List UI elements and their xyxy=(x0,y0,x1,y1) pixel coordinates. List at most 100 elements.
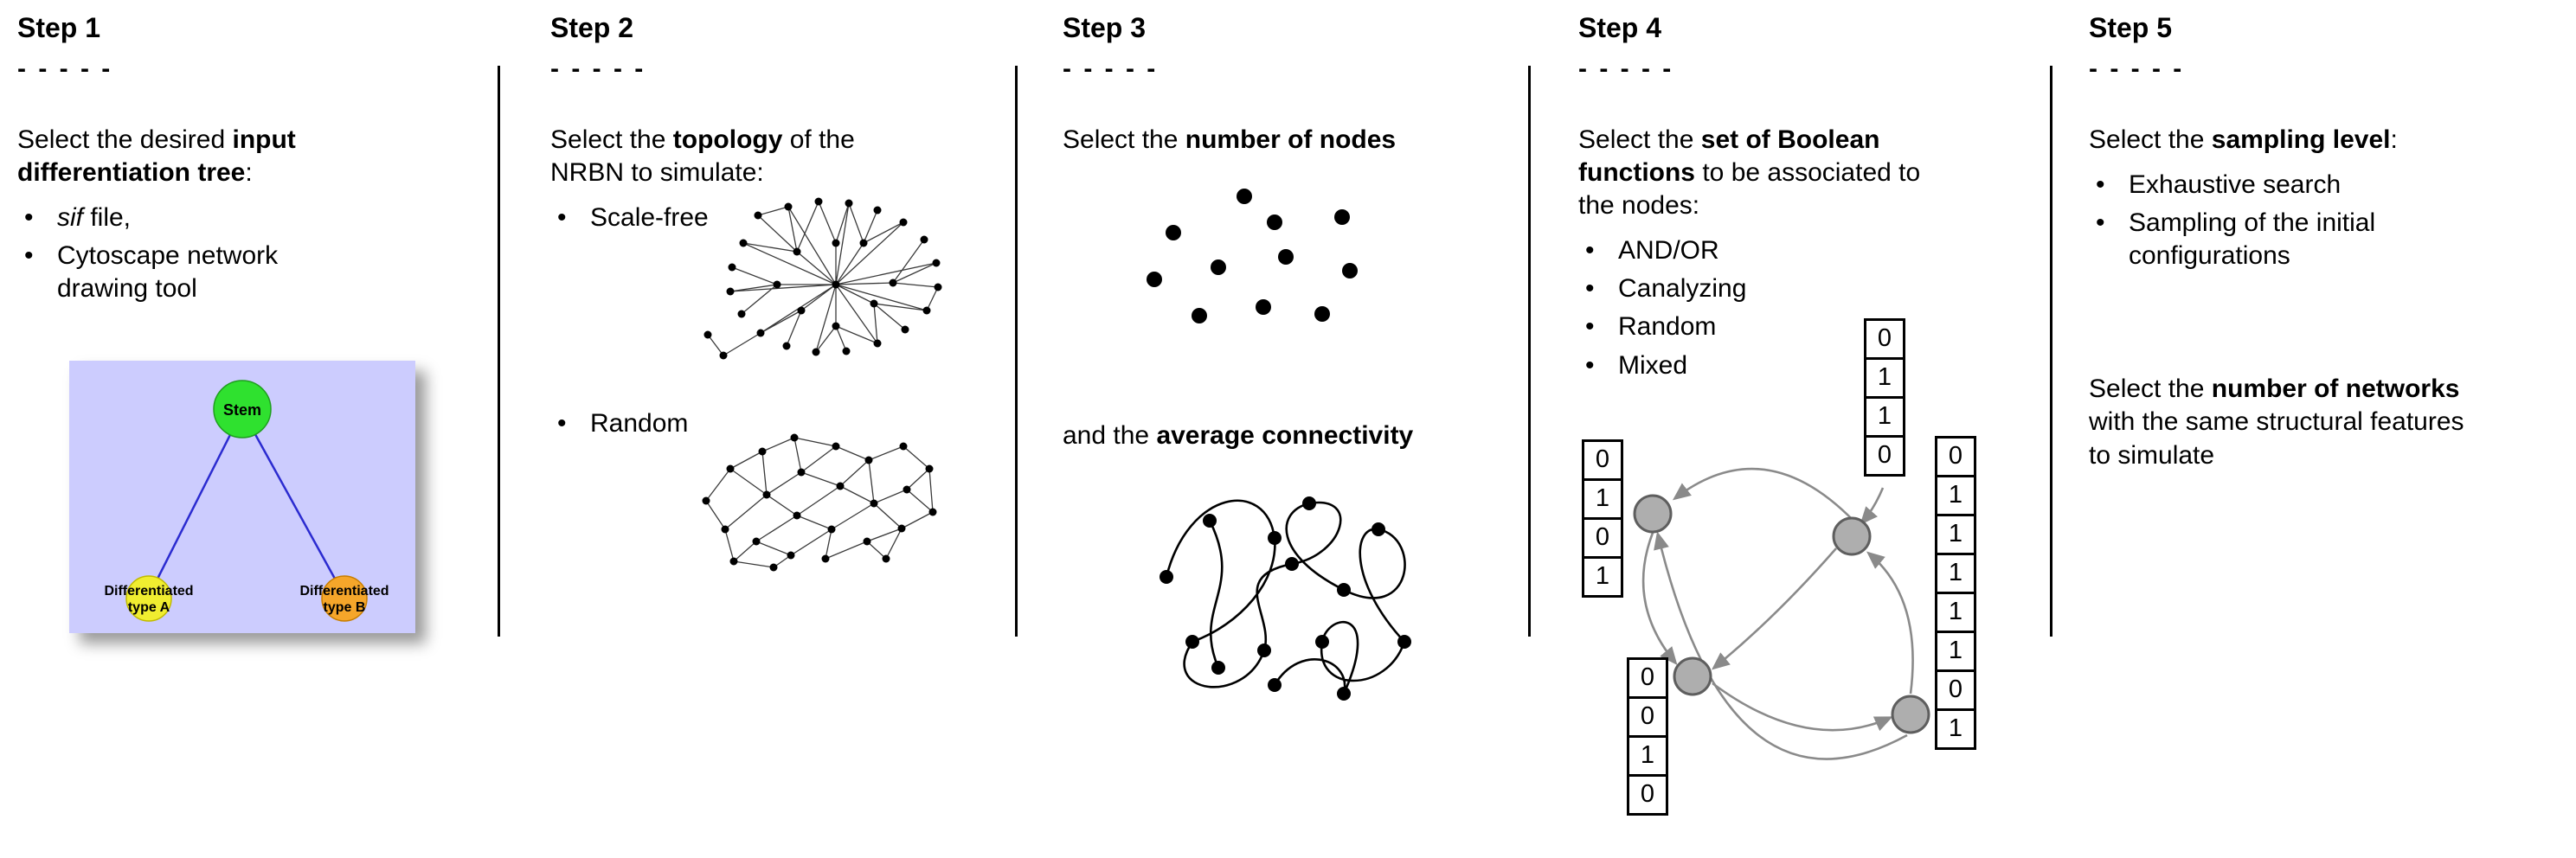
bullet-mixed: Mixed xyxy=(1578,349,2046,382)
stem-label: Stem xyxy=(223,401,261,419)
intro-bold-text: set of Boolean functions xyxy=(1578,125,1880,188)
truth-table-cell: 0 xyxy=(1935,435,1976,477)
step-3-nodes-text: Select the number of nodes xyxy=(1063,124,1519,157)
nodes-dots-image xyxy=(1147,189,1358,324)
truth-table-cell: 1 xyxy=(1935,708,1976,750)
type-a-label-line1: Differentiated xyxy=(104,584,193,599)
step-1-bullet-list: sif file, Cytoscape network drawing tool xyxy=(17,202,489,305)
bullet-canalyzing: Canalyzing xyxy=(1578,272,2046,305)
bullet-text: Mixed xyxy=(1618,350,1688,380)
tree-edge-stem-b xyxy=(241,410,346,598)
truth-table-cell: 1 xyxy=(1935,513,1976,555)
bullet-random-topology: Random xyxy=(550,407,1006,440)
differentiation-tree-image: Stem Differentiated type A Differentiate… xyxy=(69,361,415,634)
truth-table-cell: 0 xyxy=(1582,439,1623,481)
intro-text: with the same structural features to sim… xyxy=(2089,407,2464,470)
intro-text: Select the xyxy=(550,125,673,154)
step-5-networks-text: Select the number of networks with the s… xyxy=(2089,373,2491,471)
intro-text: : xyxy=(245,158,253,188)
truth-table-cell: 1 xyxy=(1582,477,1623,520)
step-4-dashes: - - - - - xyxy=(1578,54,1674,83)
intro-text: to be associated to the nodes: xyxy=(1578,158,1921,221)
step-4-column: Step 4 - - - - - Select the set of Boole… xyxy=(1531,12,2050,850)
intro-text: of the NRBN to simulate: xyxy=(550,125,855,188)
tree-edge-stem-a xyxy=(147,410,244,598)
differentiation-tree-svg: Stem Differentiated type A Differentiate… xyxy=(69,361,415,634)
bullet-cytoscape: Cytoscape network drawing tool xyxy=(17,240,329,305)
type-a-label-line2: type A xyxy=(128,600,170,615)
boolean-node-c xyxy=(1673,656,1712,696)
step-5-title: Step 5 xyxy=(2089,12,2173,43)
connectivity-tangle-image xyxy=(1160,496,1411,701)
edge-toptable-to-b xyxy=(1860,487,1885,525)
edge-c-to-d xyxy=(1712,682,1893,732)
boolean-node-d xyxy=(1891,695,1930,734)
truth-table-cell: 1 xyxy=(1935,591,1976,633)
step-2-title: Step 2 xyxy=(550,12,634,43)
truth-table-cell: 0 xyxy=(1627,695,1668,738)
step-5-intro: Select the sampling level: xyxy=(2089,124,2567,157)
bullet-text: Sampling of the initial configurations xyxy=(2129,208,2376,271)
bullet-random-functions: Random xyxy=(1578,311,2046,343)
step-3-connectivity-text: and the average connectivity xyxy=(1063,419,1519,452)
tangle-curves xyxy=(1165,499,1406,695)
boolean-node-b xyxy=(1832,516,1872,556)
truth-table-cell: 0 xyxy=(1627,656,1668,699)
step-4-intro: Select the set of Boolean functions to b… xyxy=(1578,124,1963,222)
bullet-sif-file: sif file, xyxy=(17,202,489,234)
step-2-dashes: - - - - - xyxy=(550,54,646,83)
stem-node xyxy=(213,380,272,439)
boolean-network-svg xyxy=(1633,467,1930,760)
step-2-intro: Select the topology of the NRBN to simul… xyxy=(550,124,914,189)
type-b-label-line1: Differentiated xyxy=(299,584,389,599)
bullet-text: Cytoscape network drawing tool xyxy=(57,241,279,304)
step-2-column: Step 2 - - - - - Select the topology of … xyxy=(500,12,1015,850)
step-3-title: Step 3 xyxy=(1063,12,1147,43)
truth-table-cell: 1 xyxy=(1864,356,1905,399)
bullet-text: Exhaustive search xyxy=(2129,170,2342,200)
intro-text: : xyxy=(2390,125,2398,154)
intro-bold-text: topology xyxy=(672,125,783,154)
step-3-column: Step 3 - - - - - Select the number of no… xyxy=(1018,12,1528,850)
truth-table-cell: 1 xyxy=(1935,552,1976,594)
scale-free-network-image xyxy=(703,197,942,360)
step-5-bullet-list: Exhaustive search Sampling of the initia… xyxy=(2089,169,2567,272)
step-5-dashes: - - - - - xyxy=(2089,54,2185,83)
intro-text: Select the xyxy=(2089,125,2212,154)
intro-bold-text: input differentiation tree xyxy=(17,125,296,188)
type-a-node xyxy=(125,575,172,623)
bullet-text: Scale-free xyxy=(590,203,709,233)
step-1-column: Step 1 - - - - - Select the desired inpu… xyxy=(0,12,498,850)
truth-table-cell: 1 xyxy=(1935,474,1976,516)
column-divider xyxy=(2050,66,2052,637)
truth-table-cell: 0 xyxy=(1627,773,1668,816)
truth-table-cell: 0 xyxy=(1864,434,1905,477)
intro-bold-text: sampling level xyxy=(2211,125,2391,154)
bullet-text: Canalyzing xyxy=(1618,274,1747,304)
column-divider xyxy=(498,66,500,637)
bullet-and-or: AND/OR xyxy=(1578,234,2046,267)
step-5-column: Step 5 - - - - - Select the sampling lev… xyxy=(2052,12,2576,850)
step-1-intro: Select the desired input differentiation… xyxy=(17,124,355,189)
boolean-node-a xyxy=(1633,494,1673,534)
intro-text: Select the xyxy=(1578,125,1701,154)
step-4-title: Step 4 xyxy=(1578,12,1662,43)
edge-b-to-a xyxy=(1672,467,1854,522)
intro-bold-text: number of nodes xyxy=(1185,125,1397,154)
truth-table-cell: 1 xyxy=(1582,555,1623,598)
bullet-scale-free: Scale-free xyxy=(550,202,1006,234)
step-2-bullet-list: Scale-free Random xyxy=(550,202,1006,440)
truth-table-cell: 1 xyxy=(1864,395,1905,438)
truth-table-cell: 1 xyxy=(1935,630,1976,672)
bullet-italic-text: sif xyxy=(57,203,83,233)
truth-table-cell: 0 xyxy=(1864,317,1905,360)
truth-table-cell: 0 xyxy=(1935,669,1976,711)
intro-text: Select the xyxy=(2089,375,2212,404)
random-network-image xyxy=(702,433,937,572)
edge-d-to-a xyxy=(1654,530,1908,760)
